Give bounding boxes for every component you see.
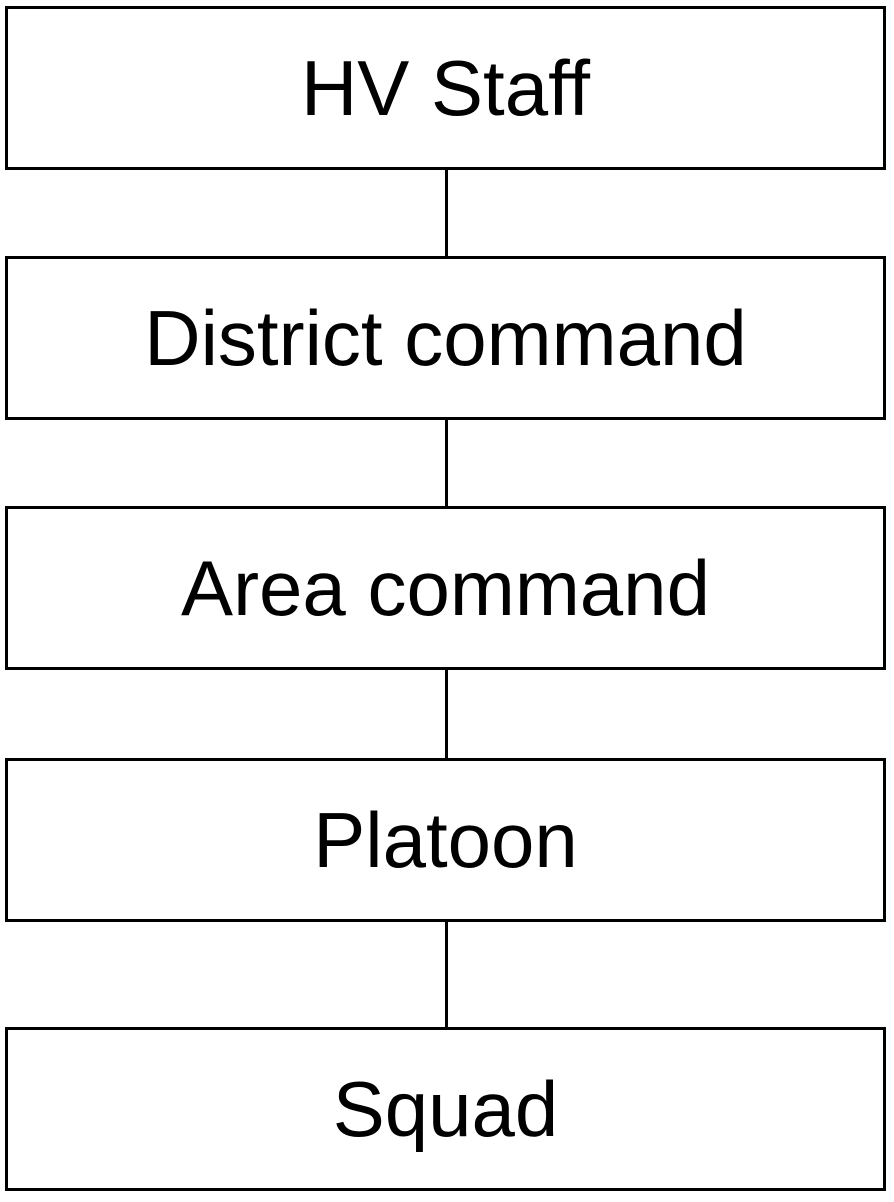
connector-line xyxy=(445,170,448,256)
level-label: HV Staff xyxy=(300,44,591,132)
level-box-hv-staff: HV Staff xyxy=(5,6,886,170)
level-label: Area command xyxy=(181,544,710,632)
level-box-district-command: District command xyxy=(5,256,886,420)
level-box-squad: Squad xyxy=(5,1027,886,1191)
level-box-platoon: Platoon xyxy=(5,758,886,922)
level-label: Platoon xyxy=(313,796,578,884)
level-box-area-command: Area command xyxy=(5,506,886,670)
connector-line xyxy=(445,922,448,1027)
connector-line xyxy=(445,670,448,758)
level-label: District command xyxy=(144,294,747,382)
level-label: Squad xyxy=(332,1065,559,1153)
connector-line xyxy=(445,420,448,506)
